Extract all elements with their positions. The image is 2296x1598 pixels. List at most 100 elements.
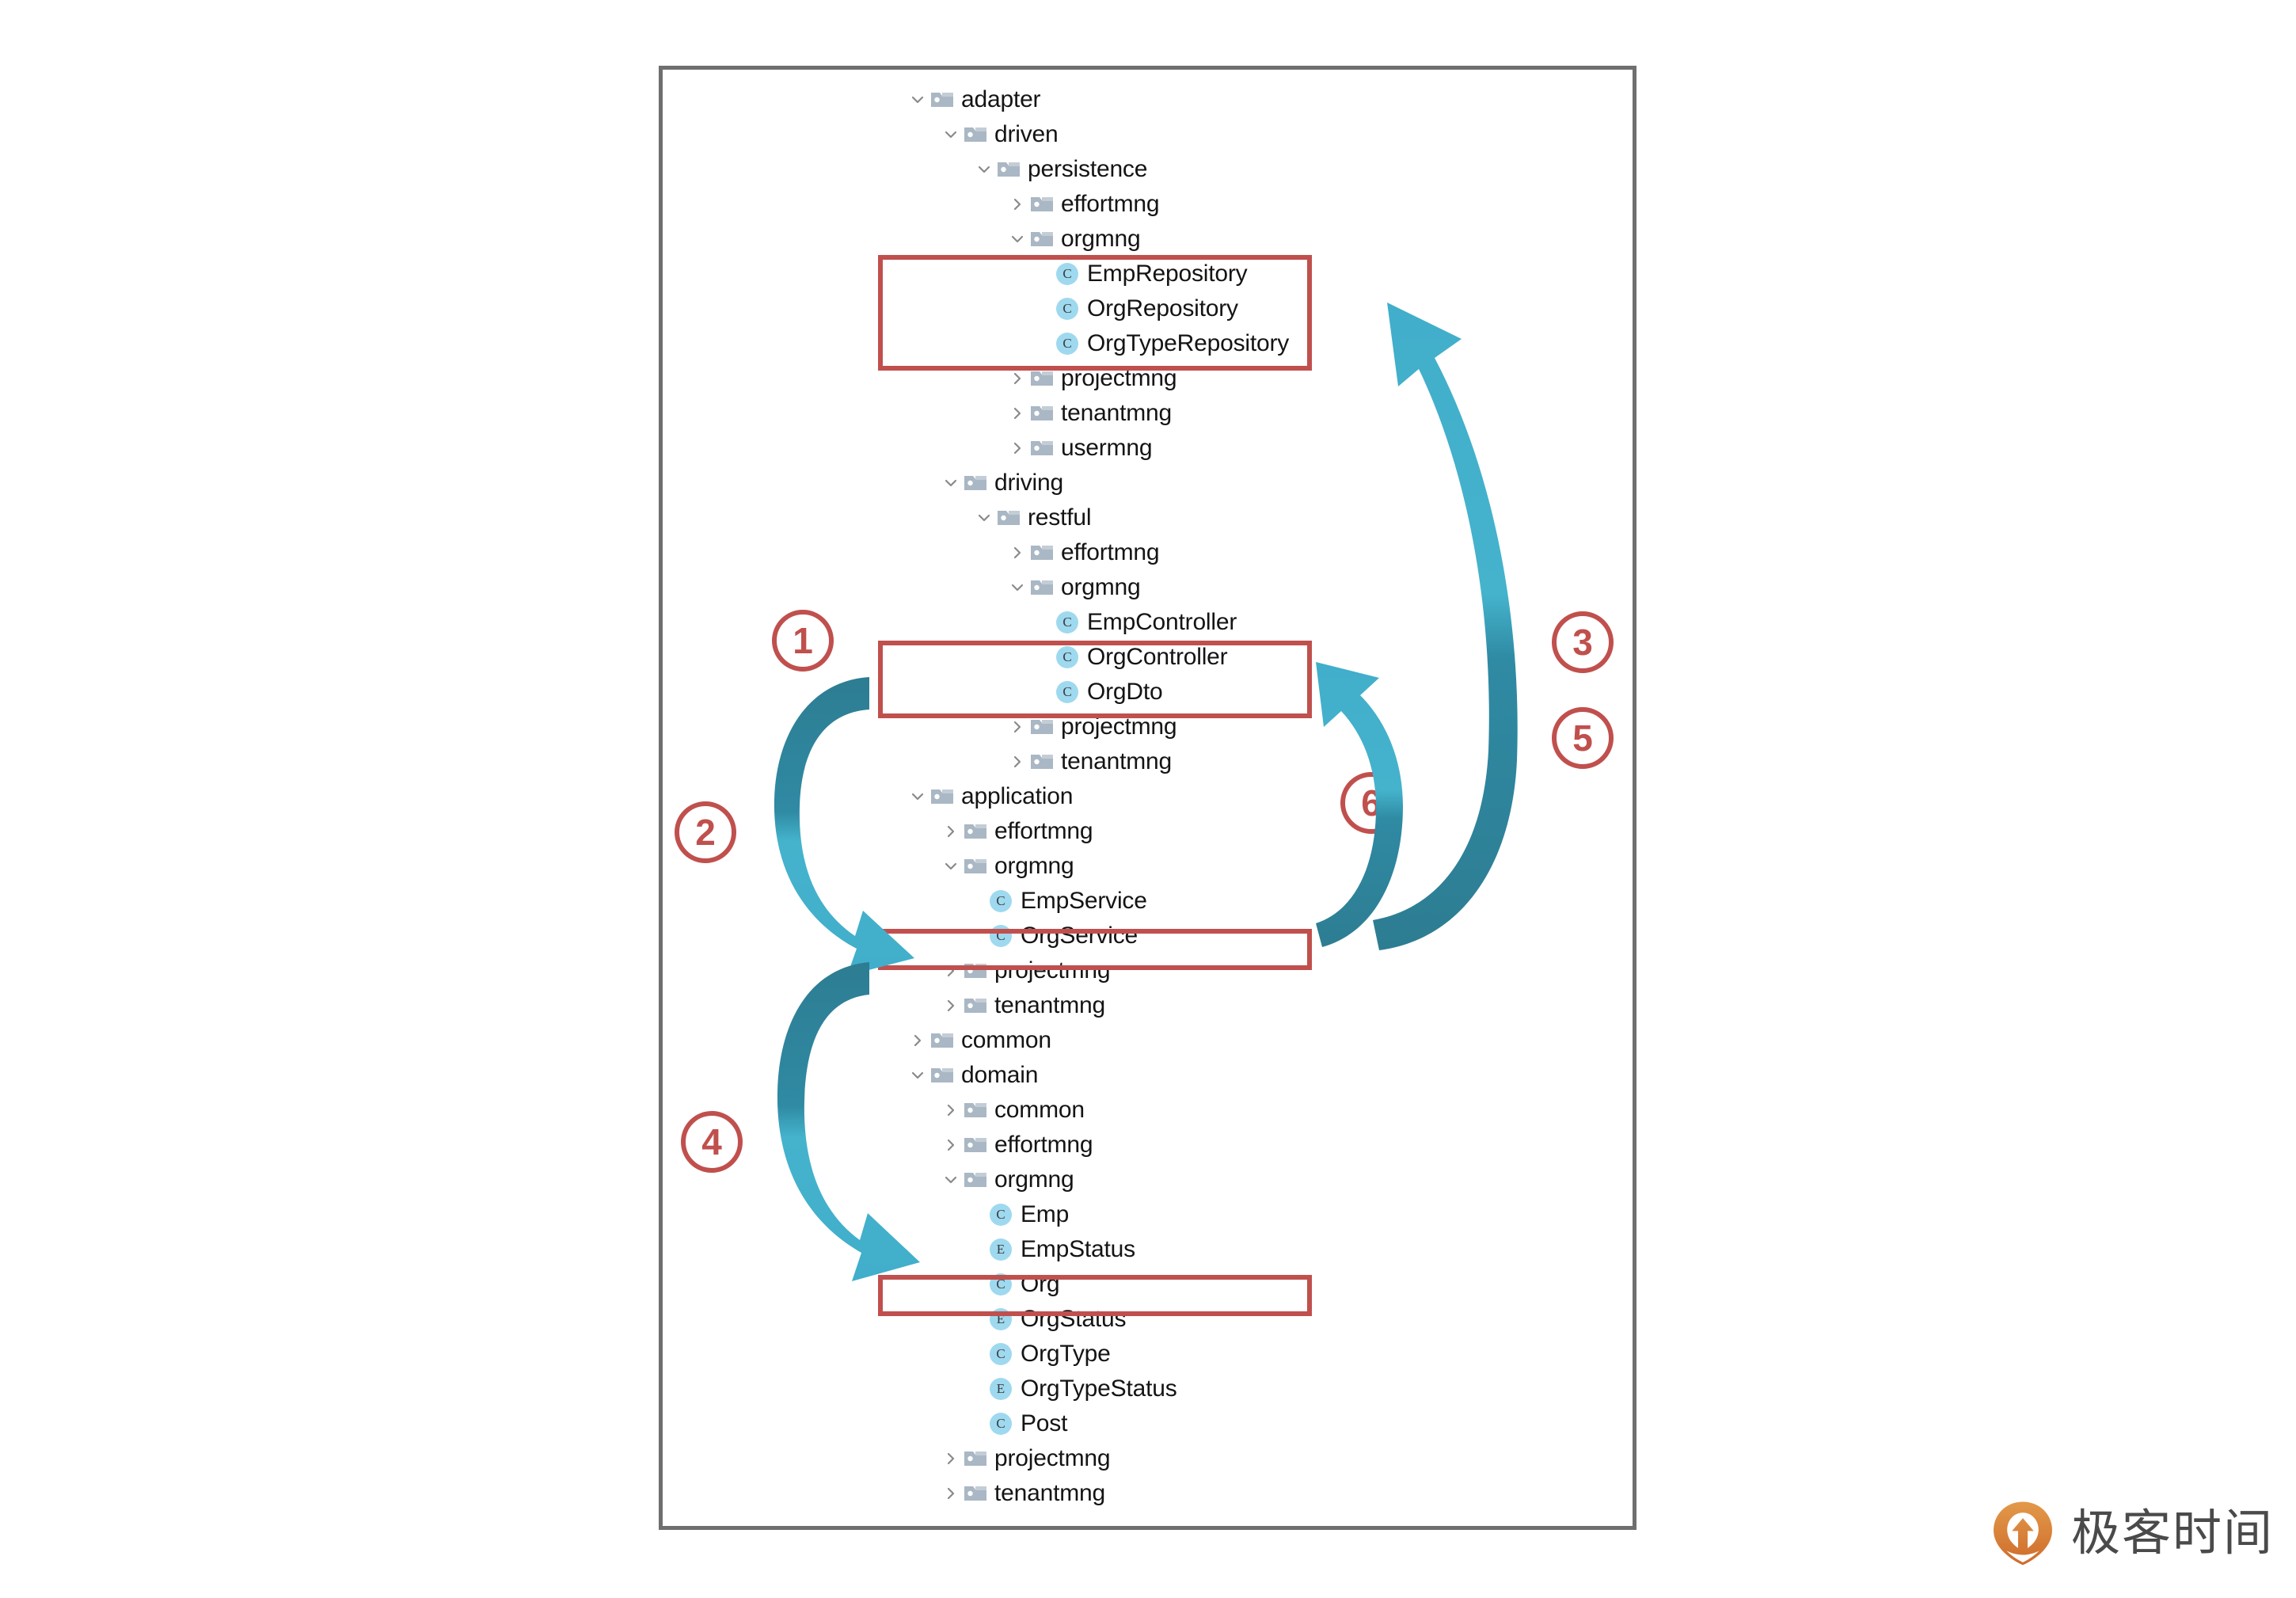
folder-icon xyxy=(1029,396,1055,431)
folder-icon xyxy=(963,1093,988,1128)
tree-item-label: tenantmng xyxy=(1061,400,1172,426)
tree-folder-projectmng[interactable]: projectmng xyxy=(906,361,1618,396)
tree-folder-effortmng[interactable]: effortmng xyxy=(906,535,1618,570)
tree-folder-tenantmng[interactable]: tenantmng xyxy=(906,1476,1618,1511)
folder-icon xyxy=(963,953,988,988)
tree-class-OrgController[interactable]: C OrgController xyxy=(906,640,1618,675)
tree-folder-orgmng[interactable]: orgmng xyxy=(906,222,1618,257)
chevron-right-icon[interactable] xyxy=(906,1023,929,1058)
chevron-right-icon[interactable] xyxy=(1005,710,1029,744)
tree-folder-projectmng[interactable]: projectmng xyxy=(906,953,1618,988)
chevron-down-icon[interactable] xyxy=(906,82,929,117)
tree-folder-adapter[interactable]: adapter xyxy=(906,82,1618,117)
chevron-down-icon[interactable] xyxy=(939,849,963,884)
chevron-down-icon[interactable] xyxy=(906,1058,929,1093)
tree-item-label: common xyxy=(994,1097,1085,1123)
tree-item-label: EmpRepository xyxy=(1087,261,1248,287)
chevron-right-icon[interactable] xyxy=(939,988,963,1023)
tree-item-label: projectmng xyxy=(1061,713,1177,740)
tree-item-label: effortmng xyxy=(1061,191,1160,217)
tree-folder-effortmng[interactable]: effortmng xyxy=(906,187,1618,222)
tree-folder-effortmng[interactable]: effortmng xyxy=(906,1128,1618,1162)
chevron-right-icon[interactable] xyxy=(1005,535,1029,570)
tree-item-label: OrgController xyxy=(1087,644,1228,670)
chevron-down-icon[interactable] xyxy=(939,117,963,152)
chevron-right-icon[interactable] xyxy=(939,1476,963,1511)
chevron-right-icon[interactable] xyxy=(939,1441,963,1476)
chevron-right-icon[interactable] xyxy=(1005,187,1029,222)
folder-icon xyxy=(929,1058,955,1093)
chevron-down-icon[interactable] xyxy=(972,152,996,187)
step-marker-3: 3 xyxy=(1552,611,1614,673)
tree-folder-driving[interactable]: driving xyxy=(906,466,1618,500)
step-marker-4: 4 xyxy=(681,1111,743,1173)
tree-folder-application[interactable]: application xyxy=(906,779,1618,814)
chevron-right-icon[interactable] xyxy=(939,814,963,849)
tree-item-label: orgmng xyxy=(994,853,1074,879)
tree-item-label: orgmng xyxy=(1061,574,1141,600)
class-icon: C xyxy=(1056,646,1078,668)
tree-folder-tenantmng[interactable]: tenantmng xyxy=(906,396,1618,431)
chevron-right-icon[interactable] xyxy=(939,1093,963,1128)
tree-folder-orgmng[interactable]: orgmng xyxy=(906,1162,1618,1197)
step-marker-1: 1 xyxy=(772,610,834,672)
chevron-down-icon[interactable] xyxy=(906,779,929,814)
tree-folder-restful[interactable]: restful xyxy=(906,500,1618,535)
step-marker-2: 2 xyxy=(675,801,736,863)
chevron-down-icon[interactable] xyxy=(939,1162,963,1197)
tree-folder-orgmng[interactable]: orgmng xyxy=(906,849,1618,884)
folder-icon xyxy=(963,814,988,849)
tree-folder-projectmng[interactable]: projectmng xyxy=(906,1441,1618,1476)
folder-icon xyxy=(1029,361,1055,396)
tree-folder-persistence[interactable]: persistence xyxy=(906,152,1618,187)
folder-icon xyxy=(963,849,988,884)
tree-item-label: OrgDto xyxy=(1087,679,1163,705)
folder-icon xyxy=(929,779,955,814)
geektime-mark-icon xyxy=(1994,1501,2052,1566)
tree-item-label: usermng xyxy=(1061,435,1153,461)
chevron-down-icon[interactable] xyxy=(939,466,963,500)
tree-item-label: tenantmng xyxy=(1061,748,1172,774)
chevron-right-icon[interactable] xyxy=(939,953,963,988)
tree-folder-tenantmng[interactable]: tenantmng xyxy=(906,988,1618,1023)
folder-icon xyxy=(1029,744,1055,779)
tree-folder-orgmng[interactable]: orgmng xyxy=(906,570,1618,605)
step-marker-6: 6 xyxy=(1340,772,1402,834)
chevron-right-icon[interactable] xyxy=(1005,431,1029,466)
tree-folder-common[interactable]: common xyxy=(906,1023,1618,1058)
tree-folder-domain[interactable]: domain xyxy=(906,1058,1618,1093)
tree-item-label: adapter xyxy=(961,86,1041,112)
chevron-down-icon[interactable] xyxy=(1005,570,1029,605)
chevron-down-icon[interactable] xyxy=(1005,222,1029,257)
class-icon: C xyxy=(990,925,1012,947)
tree-item-label: orgmng xyxy=(1061,226,1141,252)
tree-folder-effortmng[interactable]: effortmng xyxy=(906,814,1618,849)
chevron-right-icon[interactable] xyxy=(1005,361,1029,396)
chevron-right-icon[interactable] xyxy=(1005,396,1029,431)
tree-folder-driven[interactable]: driven xyxy=(906,117,1618,152)
chevron-right-icon[interactable] xyxy=(1005,744,1029,779)
tree-item-label: effortmng xyxy=(994,818,1093,844)
chevron-down-icon[interactable] xyxy=(972,500,996,535)
tree-folder-common[interactable]: common xyxy=(906,1093,1618,1128)
tree-folder-usermng[interactable]: usermng xyxy=(906,431,1618,466)
enum-icon: E xyxy=(990,1308,1012,1330)
tree-folder-projectmng[interactable]: projectmng xyxy=(906,710,1618,744)
tree-folder-tenantmng[interactable]: tenantmng xyxy=(906,744,1618,779)
tree-item-label: restful xyxy=(1028,504,1092,531)
chevron-right-icon[interactable] xyxy=(939,1128,963,1162)
